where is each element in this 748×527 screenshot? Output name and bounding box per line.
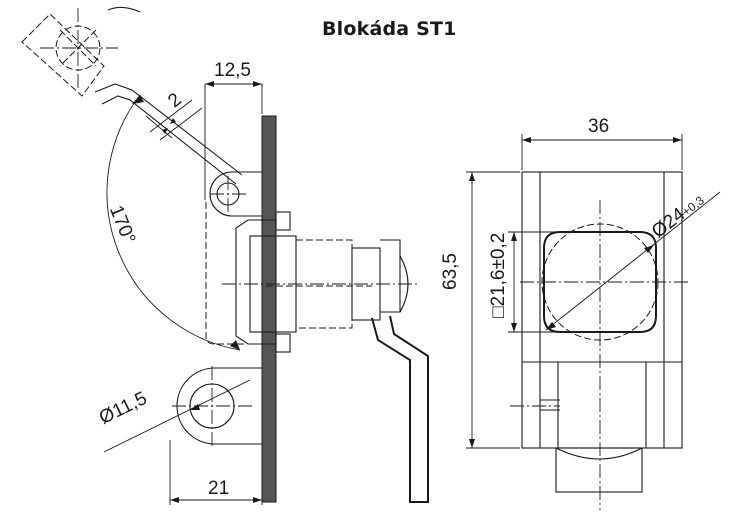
right-dimensions (466, 134, 721, 449)
mounting-plate (261, 115, 277, 503)
side-view (21, 6, 429, 503)
cam-lever (371, 315, 429, 503)
dim-width-top: 12,5 (214, 60, 251, 81)
thickness-dimension (145, 99, 203, 141)
rotated-handle-phantom (21, 6, 243, 185)
square-opening (543, 231, 657, 333)
dim-base-width: 21 (208, 478, 230, 499)
drawing-title: Blokáda ST1 (322, 18, 457, 40)
dim-width-right: 36 (588, 116, 610, 137)
front-view (510, 171, 690, 510)
left-dimensions (103, 81, 263, 505)
front-body (521, 171, 683, 449)
dim-square: □21,6±0,2 (488, 232, 509, 318)
angle-arc (106, 94, 241, 351)
dim-height: 63,5 (440, 253, 461, 290)
